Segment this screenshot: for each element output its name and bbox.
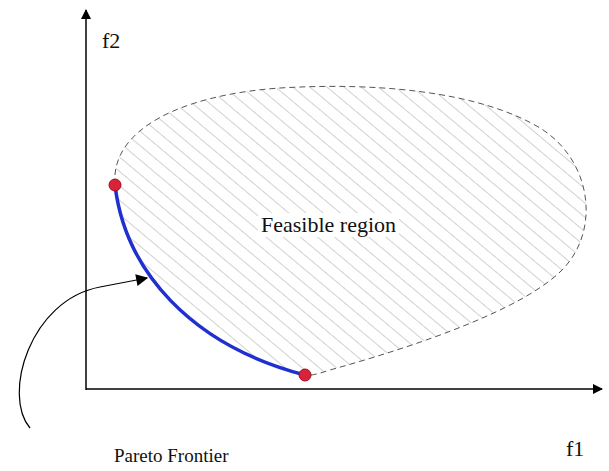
- feasible-region: Feasible region: [100, 78, 605, 383]
- region-label: Feasible region: [258, 213, 399, 237]
- region-border: [115, 86, 586, 375]
- axis-label: f1: [566, 438, 584, 460]
- hatching: [115, 86, 586, 375]
- axis-label: f2: [102, 30, 120, 52]
- leader-line: [19, 278, 147, 428]
- pareto-endpoint: [299, 369, 311, 381]
- x-axis: [86, 388, 602, 390]
- callout-label: Pareto Frontier: [114, 446, 229, 465]
- y-axis: [85, 10, 87, 390]
- pareto-endpoint: [109, 179, 121, 191]
